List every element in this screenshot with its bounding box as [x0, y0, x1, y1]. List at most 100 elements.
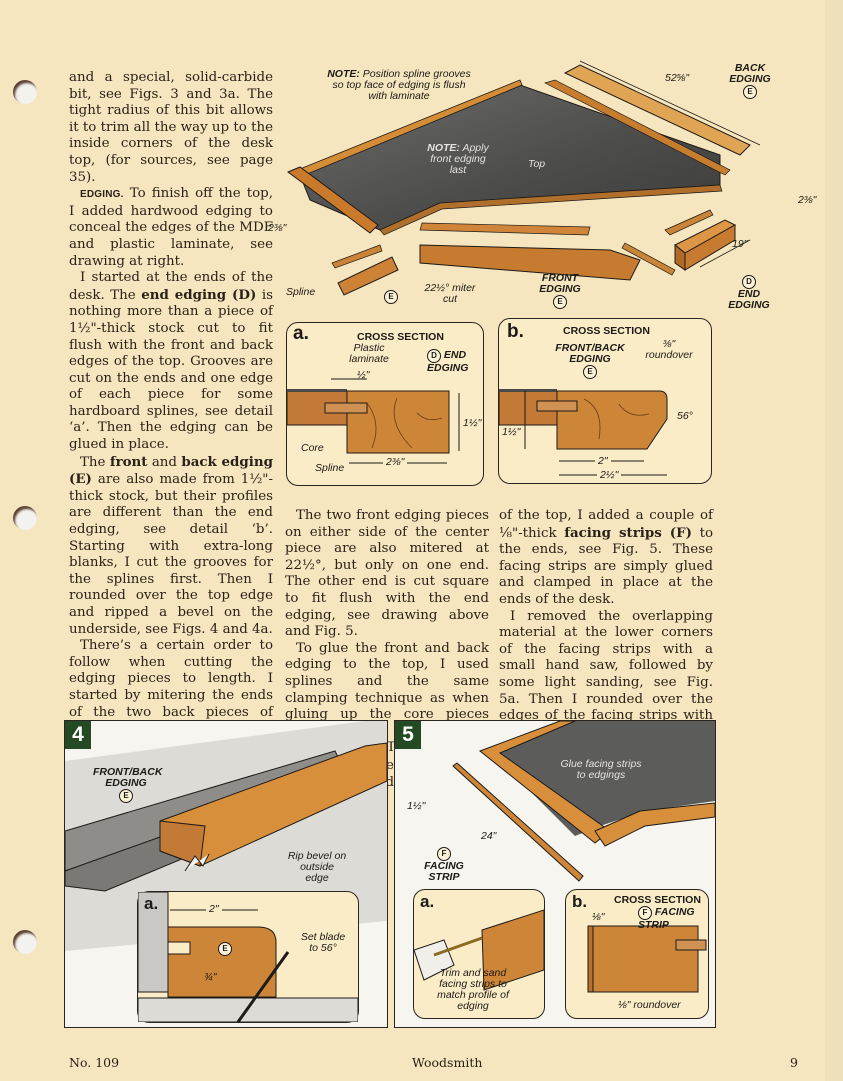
- paragraph: To glue the front and back edging to the…: [285, 640, 489, 739]
- figure-number: 4: [65, 721, 91, 749]
- part-d-icon: D: [742, 275, 756, 289]
- page-edge: [825, 0, 843, 1081]
- spline-label: Spline: [315, 462, 345, 474]
- dim-left-width: 2⅜": [268, 222, 287, 234]
- paragraph: I removed the overlapping material at th…: [499, 608, 713, 757]
- note-apply-front-edging: NOTE: Apply front edging last: [426, 143, 490, 176]
- top-label: Top: [528, 158, 546, 170]
- dim-length: 24": [481, 830, 497, 842]
- detail-title: CROSS SECTION: [563, 325, 650, 337]
- text: are also made from 1½"-thick stock, but …: [69, 472, 273, 637]
- dim-width: 2⅜": [383, 457, 408, 468]
- front-back-edging-profile-illustration: [499, 389, 668, 476]
- page-number: 9: [790, 1055, 798, 1070]
- blade-angle-illustration: [138, 892, 358, 1022]
- binder-hole-icon: [13, 930, 37, 954]
- dim-2-inch: 2": [206, 904, 222, 915]
- detail-title: CROSS SECTION: [357, 331, 444, 343]
- core-label: Core: [301, 442, 324, 454]
- figure-number: 5: [395, 721, 421, 749]
- rip-bevel-label: Rip bevel on outside edge: [287, 850, 347, 884]
- label-text: END EDGING: [427, 349, 469, 374]
- text: to the ends, see Fig. 5. These facing st…: [499, 525, 714, 607]
- dim-eighth: ⅛": [592, 911, 605, 923]
- bold-term: front: [109, 453, 148, 470]
- note-text: Apply front edging last: [430, 142, 489, 176]
- desk-top-illustration: [286, 60, 761, 296]
- bold-term: end edging (D): [141, 286, 257, 303]
- roundover-label: ⅛" roundover: [618, 999, 681, 1011]
- facing-strip-profile-illustration: [587, 925, 707, 993]
- label-text: END EDGING: [728, 288, 770, 311]
- part-e-icon: E: [119, 789, 133, 803]
- paragraph: and a special, solid-carbide bit, see Fi…: [69, 70, 273, 185]
- label-text: BACK EDGING: [729, 62, 771, 85]
- main-exploded-drawing: NOTE: Position spline grooves so top fac…: [268, 55, 840, 315]
- set-blade-label: Set blade to 56°: [300, 931, 346, 954]
- part-e-icon: E: [553, 295, 567, 309]
- label-text: FRONT EDGING: [539, 272, 581, 295]
- section-lead: EDGING.: [80, 189, 124, 201]
- facing-strip-label: F FACING STRIP: [638, 906, 704, 931]
- text: The: [80, 454, 110, 470]
- trim-sand-illustration: [414, 909, 544, 991]
- part-f-icon: F: [638, 906, 652, 920]
- detail-letter: a.: [420, 892, 435, 911]
- note-spline-grooves: NOTE: Position spline grooves so top fac…: [324, 69, 474, 102]
- part-f-icon: F: [437, 847, 451, 861]
- fig5-detail-b: b. CROSS SECTION ⅛" F FACING STRIP ⅛" ro…: [565, 889, 709, 1019]
- detail-letter: a.: [144, 894, 159, 913]
- part-e-icon: E: [743, 85, 757, 99]
- label-text: FRONT/BACK EDGING: [555, 342, 625, 365]
- dim-height: 1½": [463, 417, 482, 429]
- bold-term: facing strips (F): [564, 524, 692, 541]
- trim-sand-note: Trim and sand facing strips to match pro…: [437, 967, 509, 1012]
- roundover-label: ⅜" roundover: [645, 338, 693, 361]
- text: of the top, I added a couple of ⅛"-thick: [499, 508, 713, 541]
- dim-end-length: 19": [732, 238, 748, 250]
- note-lead: NOTE:: [427, 142, 460, 154]
- part-e-icon: E: [384, 290, 398, 304]
- detail-a-cross-section: a. CROSS SECTION Plastic laminate D END …: [286, 322, 484, 486]
- figure-5: 5 Glue facing strips to edgings 1½" 24" …: [394, 720, 716, 1028]
- spline-label: Spline: [286, 286, 316, 298]
- dim-height: 1½": [502, 426, 521, 438]
- dim-back-length: 52⅝": [665, 72, 690, 84]
- end-edging-profile-illustration: [287, 378, 460, 464]
- detail-letter: a.: [293, 323, 309, 344]
- text: To finish off the top, I added hardwood …: [69, 186, 273, 269]
- text: is nothing more than a piece of 1½"-thic…: [69, 287, 273, 453]
- dim-2-half-inch: 2½": [597, 470, 622, 481]
- paragraph: The front and back edging (E) are also m…: [69, 454, 273, 639]
- dim-end-width: 2⅜": [798, 194, 817, 206]
- binder-hole-icon: [13, 80, 37, 104]
- label-text: FACING STRIP: [638, 906, 695, 931]
- plastic-laminate-label: Plastic laminate: [349, 342, 389, 365]
- part-e-marker: E: [218, 942, 232, 956]
- detail-letter: b.: [507, 321, 524, 342]
- label-text: FACING STRIP: [424, 860, 464, 883]
- paragraph: of the top, I added a couple of ⅛"-thick…: [499, 508, 713, 609]
- issue-number: No. 109: [69, 1055, 120, 1070]
- part-d-icon: D: [427, 349, 441, 363]
- detail-title: CROSS SECTION: [614, 894, 701, 906]
- miter-cut-label: 22½° miter cut: [424, 282, 476, 305]
- note-text: Position spline grooves so top face of e…: [332, 68, 471, 102]
- paragraph: The two front edging pieces on either si…: [285, 508, 489, 640]
- dim-three-quarter: ¾": [204, 971, 217, 983]
- binder-hole-icon: [13, 506, 37, 530]
- angle-label: 56°: [677, 410, 693, 422]
- fig5-detail-a: a. Trim and sand facing strips to match …: [413, 889, 545, 1019]
- part-e-marker: E: [384, 290, 398, 304]
- dim-half-inch: ½": [357, 369, 370, 381]
- paragraph: EDGING. To finish off the top, I added h…: [69, 186, 273, 270]
- text: I started at the ends of the desk. The: [69, 270, 273, 303]
- text: and: [147, 454, 182, 470]
